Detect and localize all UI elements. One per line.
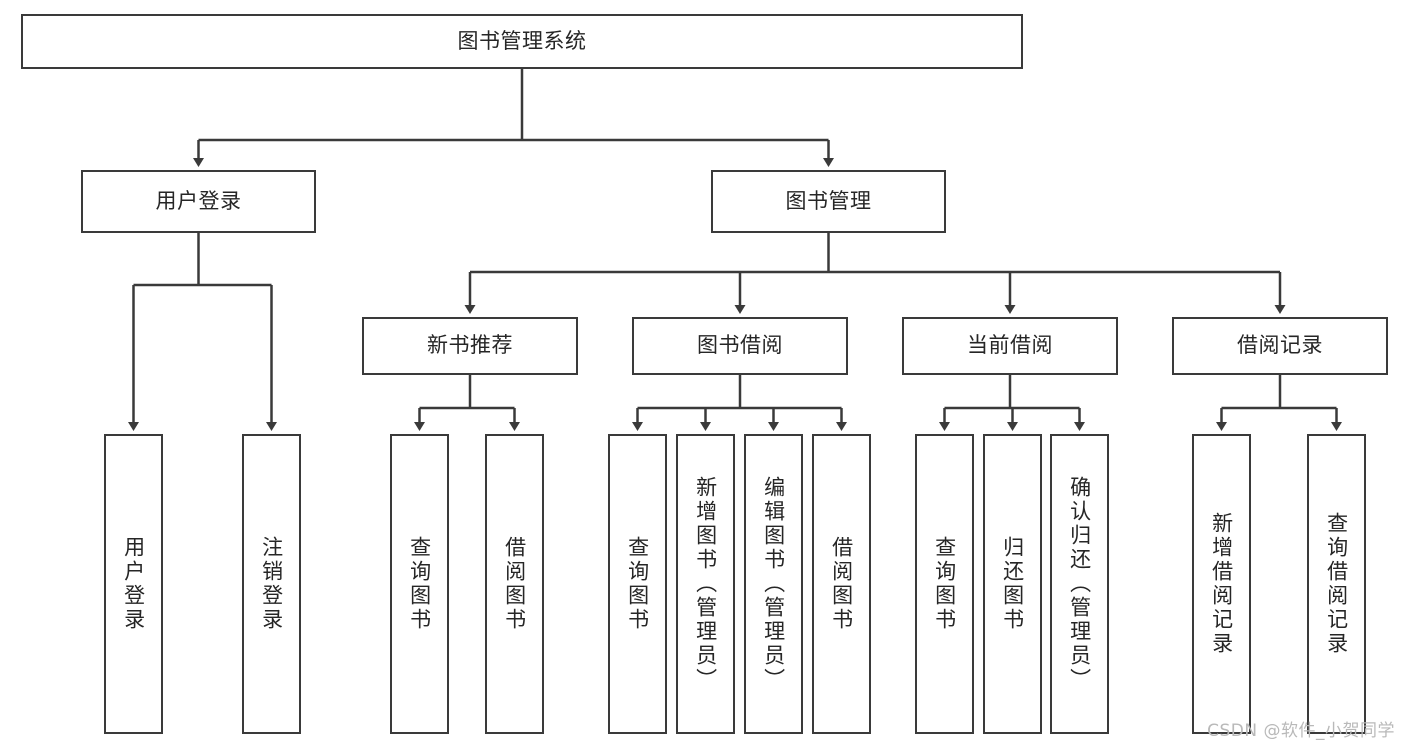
node-leaf-query-book-3[interactable]: 查询图书	[915, 434, 974, 734]
node-leaf-confirm-return[interactable]: 确认归还（管理员）	[1050, 434, 1109, 734]
node-label: 新增图书（管理员）	[693, 476, 718, 692]
node-label: 查询图书	[407, 536, 432, 632]
node-leaf-query-record[interactable]: 查询借阅记录	[1307, 434, 1366, 734]
node-root[interactable]: 图书管理系统	[21, 14, 1023, 69]
node-label: 图书管理	[785, 188, 872, 213]
node-leaf-user-login[interactable]: 用户登录	[104, 434, 163, 734]
node-current-borrow[interactable]: 当前借阅	[902, 317, 1118, 375]
node-label: 当前借阅	[967, 333, 1053, 358]
node-book-borrow[interactable]: 图书借阅	[632, 317, 848, 375]
node-leaf-logout[interactable]: 注销登录	[242, 434, 301, 734]
node-borrow-record[interactable]: 借阅记录	[1172, 317, 1388, 375]
node-label: 用户登录	[121, 536, 146, 632]
node-new-book-rec[interactable]: 新书推荐	[362, 317, 578, 375]
node-label: 图书管理系统	[457, 28, 587, 53]
node-leaf-return-book[interactable]: 归还图书	[983, 434, 1042, 734]
node-label: 注销登录	[259, 536, 284, 632]
node-leaf-add-book[interactable]: 新增图书（管理员）	[676, 434, 735, 734]
node-label: 图书借阅	[697, 333, 783, 358]
node-label: 新书推荐	[427, 333, 513, 358]
node-leaf-edit-book[interactable]: 编辑图书（管理员）	[744, 434, 803, 734]
node-label: 新增借阅记录	[1209, 512, 1234, 656]
node-label: 借阅图书	[502, 536, 527, 632]
node-label: 借阅记录	[1237, 333, 1323, 358]
node-label: 编辑图书（管理员）	[761, 476, 786, 692]
node-book-manage[interactable]: 图书管理	[711, 170, 946, 233]
node-label: 用户登录	[155, 188, 242, 213]
node-leaf-borrow-book-1[interactable]: 借阅图书	[485, 434, 544, 734]
node-label: 查询图书	[932, 536, 957, 632]
node-label: 查询图书	[625, 536, 650, 632]
node-leaf-query-book-1[interactable]: 查询图书	[390, 434, 449, 734]
node-leaf-query-book-2[interactable]: 查询图书	[608, 434, 667, 734]
node-label: 借阅图书	[829, 536, 854, 632]
node-leaf-add-record[interactable]: 新增借阅记录	[1192, 434, 1251, 734]
node-leaf-borrow-book-2[interactable]: 借阅图书	[812, 434, 871, 734]
node-label: 查询借阅记录	[1324, 512, 1349, 656]
node-label: 归还图书	[1000, 536, 1025, 632]
node-user-login[interactable]: 用户登录	[81, 170, 316, 233]
node-label: 确认归还（管理员）	[1067, 476, 1092, 692]
